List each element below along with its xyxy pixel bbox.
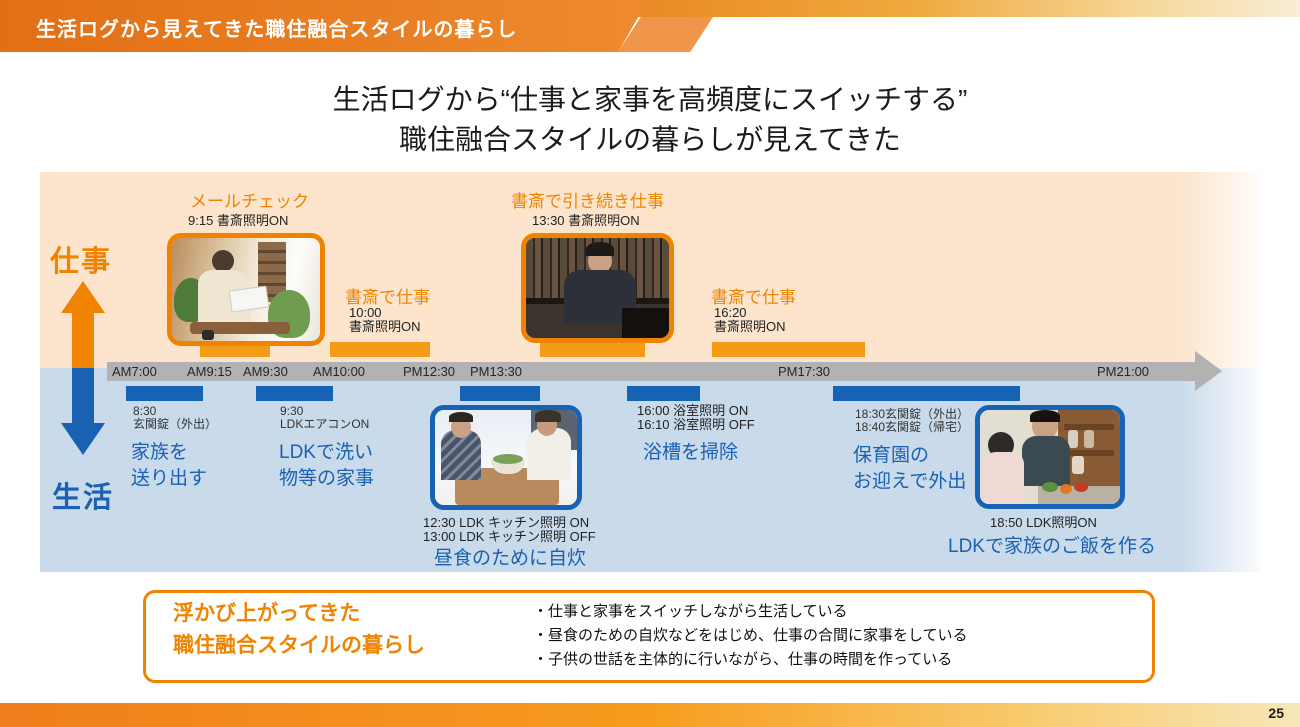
life-event6-time: 18:50 LDK照明ON xyxy=(990,515,1097,530)
life-event6-title: LDKで家族のご飯を作る xyxy=(948,536,1156,557)
time-label-am915: AM9:15 xyxy=(187,364,232,379)
header-title-block xyxy=(0,0,648,52)
work-event2-line1: 10:00 xyxy=(349,305,382,320)
life-bar-0930 xyxy=(256,386,333,401)
life-bar-1830 xyxy=(833,386,1020,401)
work-bar-1000 xyxy=(330,342,430,357)
work-event4-line1: 16:20 xyxy=(714,305,747,320)
time-label-am700: AM7:00 xyxy=(112,364,157,379)
summary-bullet-3: ・子供の世話を主体的に行いながら、仕事の時間を作っている xyxy=(533,651,953,668)
life-event3-title: 昼食のために自炊 xyxy=(434,548,587,569)
time-label-pm2100: PM21:00 xyxy=(1097,364,1150,379)
time-label-pm1230: PM12:30 xyxy=(403,364,456,379)
timeline-arrow-icon xyxy=(1195,351,1222,391)
life-event1-line2: 玄関錠（外出） xyxy=(133,417,218,431)
time-label-pm1730: PM17:30 xyxy=(778,364,831,379)
work-axis-label: 仕事 xyxy=(50,246,113,278)
timeline-axis xyxy=(107,362,1195,381)
life-bar-1230 xyxy=(460,386,540,401)
work-event1-title: メールチェック xyxy=(190,192,309,211)
work-arrow-shaft xyxy=(72,312,94,368)
summary-heading: 浮かび上がってきた 職住融合スタイルの暮らし xyxy=(173,598,425,662)
life-event2-line2: LDKエアコンON xyxy=(280,417,370,431)
summary-heading-line2: 職住融合スタイルの暮らし xyxy=(173,634,425,657)
work-event3-title: 書斎で引き続き仕事 xyxy=(511,192,664,211)
work-bar-1330 xyxy=(540,342,645,357)
photo-couple-lunch xyxy=(430,405,582,510)
time-label-am1000: AM10:00 xyxy=(313,364,366,379)
summary-bullet-2: ・昼食のための自炊などをはじめ、仕事の合間に家事をしている xyxy=(533,627,968,644)
work-arrow-up-icon xyxy=(61,281,105,313)
work-event2-title: 書斎で仕事 xyxy=(345,288,430,307)
life-arrow-shaft xyxy=(72,368,94,424)
main-title-line2: 職住融合スタイルの暮らしが見えてきた xyxy=(399,124,901,155)
work-event4-line2: 書斎照明ON xyxy=(714,319,786,334)
page-number: 25 xyxy=(1268,705,1284,721)
work-event2-line2: 書斎照明ON xyxy=(349,319,421,334)
time-label-am930: AM9:30 xyxy=(243,364,288,379)
life-event5-line1: 18:30玄関錠（外出） xyxy=(855,407,970,421)
summary-bullets: ・仕事と家事をスイッチしながら生活している ・昼食のための自炊などをはじめ、仕事… xyxy=(533,600,968,672)
work-bar-1620 xyxy=(712,342,865,357)
header-title: 生活ログから見えてきた職住融合スタイルの暮らし xyxy=(36,19,518,41)
life-event3-line1: 12:30 LDK キッチン照明 ON xyxy=(423,515,590,530)
life-event2-line1: 9:30 xyxy=(280,404,304,418)
life-event5-title: 保育園の お迎えで外出 xyxy=(853,445,967,492)
life-event1-line1: 8:30 xyxy=(133,404,157,418)
footer-gradient-bar xyxy=(0,703,1300,727)
photo-man-laptop-chair xyxy=(167,233,325,346)
life-axis-label: 生活 xyxy=(52,482,115,514)
work-event4-title: 書斎で仕事 xyxy=(711,288,796,307)
summary-heading-line1: 浮かび上がってきた xyxy=(173,602,361,625)
photo-man-desk-bookshelf xyxy=(521,233,674,343)
life-event4-line1: 16:00 浴室照明 ON xyxy=(637,403,749,418)
life-arrow-down-icon xyxy=(61,423,105,455)
summary-bullet-1: ・仕事と家事をスイッチしながら生活している xyxy=(533,603,848,620)
main-title-line1: 生活ログから“仕事と家事を高頻度にスイッチする” xyxy=(332,84,968,115)
life-event4-title: 浴槽を掃除 xyxy=(643,442,739,463)
time-label-pm1330: PM13:30 xyxy=(470,364,523,379)
summary-box xyxy=(143,590,1155,683)
work-event3-time: 13:30 書斎照明ON xyxy=(532,213,640,228)
life-event2-title: LDKで洗い 物等の家事 xyxy=(279,442,375,489)
life-event5-line2: 18:40玄関錠（帰宅） xyxy=(855,420,970,434)
life-bar-0830 xyxy=(126,386,203,401)
life-event3-line2: 13:00 LDK キッチン照明 OFF xyxy=(423,529,596,544)
life-event4-line2: 16:10 浴室照明 OFF xyxy=(637,417,755,432)
life-event1-title: 家族を 送り出す xyxy=(131,442,208,489)
life-bar-1600 xyxy=(627,386,700,401)
photo-father-daughter-cooking xyxy=(975,405,1125,509)
work-event1-time: 9:15 書斎照明ON xyxy=(188,213,289,228)
main-title: 生活ログから“仕事と家事を高頻度にスイッチする” 職住融合スタイルの暮らしが見え… xyxy=(0,80,1300,160)
